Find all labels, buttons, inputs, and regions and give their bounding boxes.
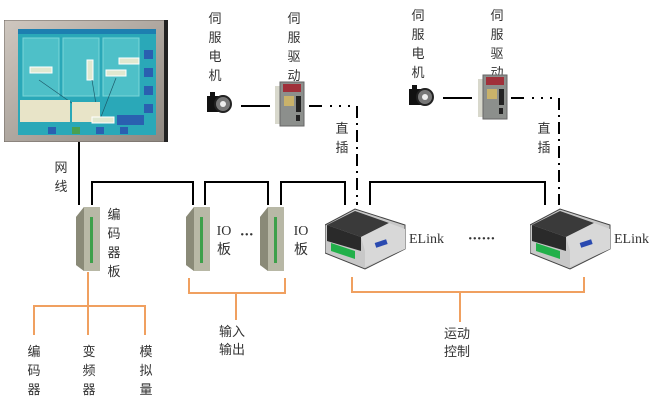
io-group-bracket xyxy=(188,278,286,294)
bus-segment xyxy=(369,181,546,205)
servo-motor-label: 伺服电机 xyxy=(411,9,425,81)
servo-motor-label: 伺服电机 xyxy=(208,12,222,84)
elink-module-icon xyxy=(324,207,407,275)
encoder-branch-label: 模拟量 xyxy=(139,345,153,398)
hmi-screen-graphic xyxy=(3,19,169,143)
bus-segment xyxy=(91,181,194,205)
io-group-label: 输入输出 xyxy=(219,325,246,358)
io-board-icon xyxy=(186,207,210,277)
encoder-branch-bar xyxy=(33,305,146,335)
servo-drive-icon xyxy=(478,73,510,127)
direct-plug-label: 直插 xyxy=(537,122,551,156)
io-board-label: IO板 xyxy=(293,224,309,258)
elink-module-icon xyxy=(529,207,612,275)
servo-drive-label: 伺服驱动 xyxy=(287,12,301,84)
servo-motor-icon xyxy=(204,90,232,122)
motion-group-bracket xyxy=(351,277,585,293)
encoder-board-icon xyxy=(76,207,100,277)
network-cable-label: 网线 xyxy=(54,161,68,195)
direct-plug-label: 直插 xyxy=(335,122,349,156)
encoder-branch-label: 编码器 xyxy=(27,345,41,398)
servo-motor-icon xyxy=(406,83,434,115)
encoder-board-label: 编码器板 xyxy=(107,208,121,280)
elink-label: ELink xyxy=(614,232,649,247)
elink-ellipsis: ······ xyxy=(468,232,496,247)
io-ellipsis: ··· xyxy=(240,228,254,243)
servo-drive-label: 伺服驱动 xyxy=(490,9,504,81)
servo-drive-icon xyxy=(275,80,307,134)
io-board-icon xyxy=(260,207,284,277)
motion-group-label: 运动控制 xyxy=(444,327,471,360)
encoder-branch-label: 变频器 xyxy=(82,345,96,398)
elink-label: ELink xyxy=(409,232,444,247)
hmi-touch-screen xyxy=(3,19,169,143)
io-board-label: IO板 xyxy=(216,224,232,258)
bus-segment xyxy=(280,181,346,205)
bus-segment xyxy=(204,181,269,205)
